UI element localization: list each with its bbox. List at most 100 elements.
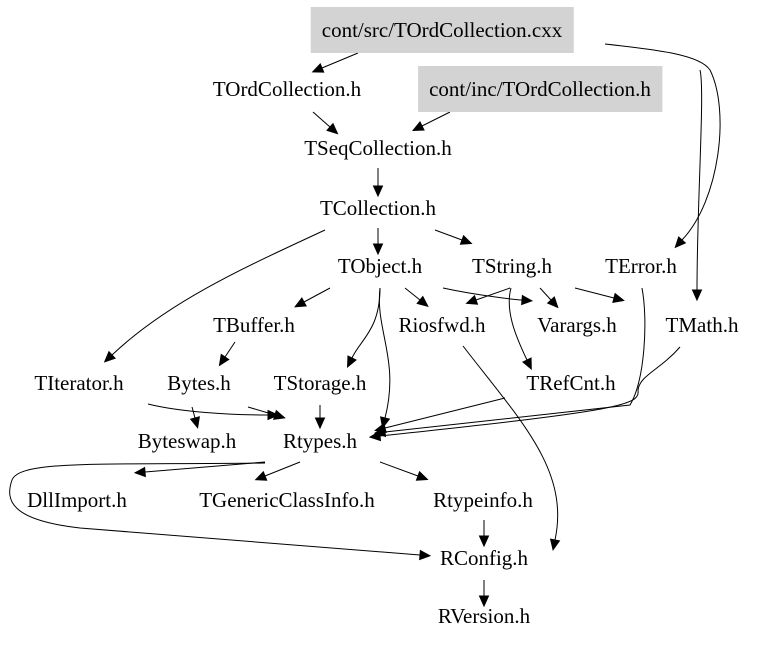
node-tmath[interactable]: TMath.h: [666, 313, 739, 337]
node-tstring[interactable]: TString.h: [472, 254, 552, 278]
node-tbuffer[interactable]: TBuffer.h: [213, 313, 295, 337]
node-dllimport[interactable]: DllImport.h: [27, 488, 127, 512]
edge-line: [442, 287, 523, 301]
edge-line: [264, 461, 301, 477]
edge-line: [462, 345, 559, 541]
edge-rconfig-to-rversion: [478, 580, 490, 608]
edge-src_cxx-to-tordcoll_h: [311, 52, 359, 73]
edge-line: [303, 287, 331, 303]
node-byteswap[interactable]: Byteswap.h: [138, 429, 237, 453]
node-tobject[interactable]: TObject.h: [338, 254, 423, 278]
arrowhead-icon: [465, 294, 479, 305]
edge-line: [404, 287, 421, 301]
edge-tstring-to-trefcnt: [508, 287, 532, 371]
node-riosfwd[interactable]: Riosfwd.h: [399, 313, 486, 337]
arrowhead-icon: [133, 466, 146, 478]
arrowhead-icon: [612, 292, 625, 303]
arrowhead-icon: [521, 294, 534, 306]
edge-line: [224, 341, 236, 358]
edge-line: [434, 229, 463, 241]
node-label: TOrdCollection.h: [213, 77, 362, 101]
edge-line: [247, 406, 276, 416]
node-tseq[interactable]: TSeqCollection.h: [304, 136, 452, 160]
node-rconfig[interactable]: RConfig.h: [440, 546, 529, 570]
edge-inc_h-to-tseq: [411, 111, 451, 132]
edge-line: [574, 287, 615, 299]
node-label: Byteswap.h: [138, 429, 237, 453]
node-rtypes[interactable]: Rtypes.h: [283, 429, 358, 453]
node-label: Rtypes.h: [283, 429, 358, 453]
node-label: TSeqCollection.h: [304, 136, 452, 160]
edge-line: [696, 69, 703, 291]
arrowhead-icon: [416, 295, 429, 308]
node-bytes[interactable]: Bytes.h: [167, 371, 231, 395]
node-rtypeinfo[interactable]: Rtypeinfo.h: [433, 488, 533, 512]
edge-tseq-to-tcoll: [372, 168, 384, 198]
edge-src_cxx-to-terror: [604, 43, 721, 249]
node-label: DllImport.h: [27, 488, 127, 512]
edge-line: [191, 406, 196, 419]
node-terror[interactable]: TError.h: [605, 254, 677, 278]
edge-line: [421, 111, 451, 127]
edge-tcoll-to-tobject: [372, 228, 384, 256]
edges-layer: [9, 43, 721, 608]
edge-line: [604, 43, 721, 241]
edge-tobject-to-tbuffer: [294, 287, 331, 308]
edge-line: [111, 229, 326, 356]
node-label: TString.h: [472, 254, 552, 278]
arrowhead-icon: [267, 409, 280, 421]
node-rversion[interactable]: RVersion.h: [438, 604, 531, 628]
edge-rtypeinfo-to-rconfig: [478, 520, 490, 548]
arrowhead-icon: [549, 538, 561, 552]
node-label: TIterator.h: [34, 371, 124, 395]
node-src_cxx[interactable]: cont/src/TOrdCollection.cxx: [310, 7, 574, 53]
node-label: Riosfwd.h: [399, 313, 486, 337]
edge-tstring-to-tmath: [574, 287, 625, 303]
arrowhead-icon: [103, 350, 116, 363]
edge-bytes-to-rtypes: [247, 406, 286, 420]
node-label: TMath.h: [666, 313, 739, 337]
arrowhead-icon: [419, 549, 432, 561]
arrowhead-icon: [346, 355, 357, 369]
node-titerator[interactable]: TIterator.h: [34, 371, 124, 395]
node-label: cont/src/TOrdCollection.cxx: [322, 18, 563, 42]
node-label: TStorage.h: [274, 371, 367, 395]
node-tgeneric[interactable]: TGenericClassInfo.h: [199, 488, 375, 512]
edge-tcoll-to-tstring: [434, 229, 473, 245]
arrowhead-icon: [522, 357, 532, 371]
edge-tobject-to-tstorage: [346, 287, 381, 369]
node-tordcoll_h[interactable]: TOrdCollection.h: [213, 77, 362, 101]
node-tstorage[interactable]: TStorage.h: [274, 371, 367, 395]
edge-tbuffer-to-bytes: [218, 341, 236, 367]
edge-line: [321, 52, 359, 69]
node-label: TObject.h: [338, 254, 423, 278]
edge-rtypes-to-rtypeinfo: [379, 461, 429, 481]
node-tcoll[interactable]: TCollection.h: [320, 196, 437, 220]
node-label: Bytes.h: [167, 371, 231, 395]
node-highlight-box: [418, 66, 663, 112]
edge-riosfwd-to-rconfig: [462, 345, 561, 552]
node-inc_h[interactable]: cont/inc/TOrdCollection.h: [418, 66, 663, 112]
node-label: TGenericClassInfo.h: [199, 488, 375, 512]
edge-line: [384, 397, 506, 429]
node-trefcnt[interactable]: TRefCnt.h: [526, 371, 616, 395]
arrowhead-icon: [189, 416, 200, 429]
arrowhead-icon: [478, 595, 490, 608]
node-varargs[interactable]: Varargs.h: [537, 313, 617, 337]
edge-src_cxx-to-tmath: [691, 69, 703, 302]
edge-trefcnt-to-rtypes: [374, 397, 506, 433]
edge-line: [384, 287, 646, 433]
arrowhead-icon: [314, 417, 326, 430]
node-label: RVersion.h: [438, 604, 531, 628]
arrowhead-icon: [415, 470, 429, 481]
edge-line: [147, 403, 269, 416]
arrowhead-icon: [674, 236, 687, 249]
arrowhead-icon: [546, 296, 559, 309]
arrowhead-icon: [311, 62, 325, 73]
arrowhead-icon: [372, 243, 384, 256]
edge-line: [379, 346, 681, 437]
node-label: TBuffer.h: [213, 313, 295, 337]
arrowhead-icon: [294, 297, 307, 308]
node-label: Varargs.h: [537, 313, 617, 337]
